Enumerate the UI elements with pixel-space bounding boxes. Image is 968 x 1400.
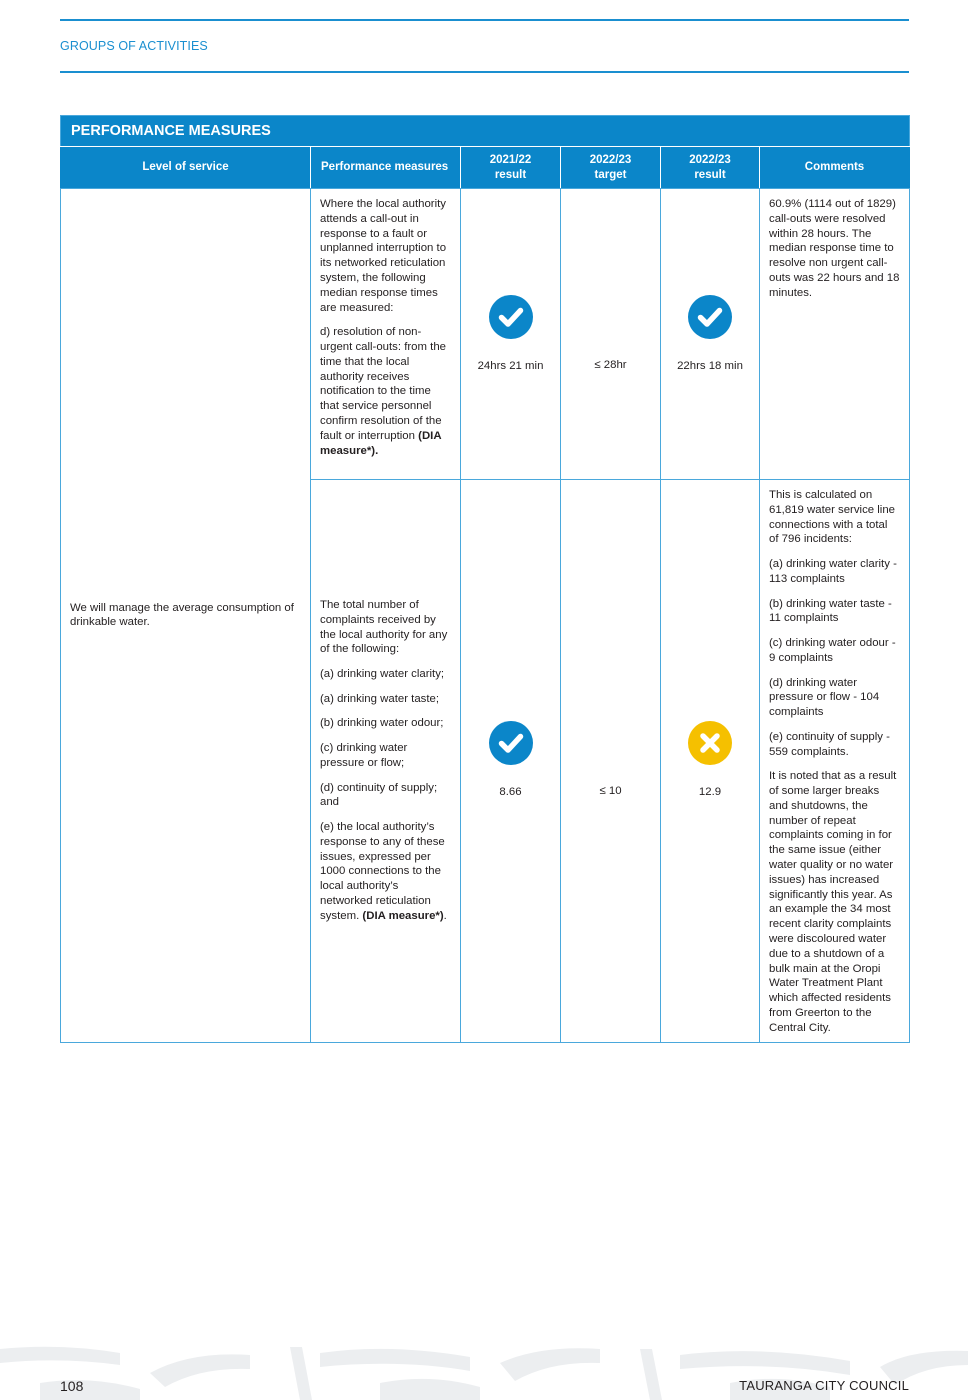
comment-paragraph: It is noted that as a result of some lar… bbox=[769, 770, 897, 1034]
table-row: The total number of complaints received … bbox=[61, 479, 911, 1043]
comment-paragraph: (d) drinking water pressure or flow - 10… bbox=[769, 676, 880, 719]
result-2021-22-cell: 24hrs 21 min bbox=[460, 188, 561, 480]
decorative-pattern-band bbox=[0, 1346, 968, 1400]
comment-paragraph: (a) drinking water clarity - 113 complai… bbox=[769, 558, 897, 585]
result-2022-23-cell: 22hrs 18 min bbox=[660, 188, 760, 480]
organisation-name: TAURANGA CITY COUNCIL bbox=[739, 1378, 909, 1393]
comment-paragraph: (b) drinking water taste - 11 complaints bbox=[769, 597, 892, 625]
page-number: 108 bbox=[60, 1378, 84, 1394]
target-value: ≤ 28hr bbox=[594, 358, 627, 371]
dia-measure-label: (DIA measure*). bbox=[320, 429, 442, 457]
header-rule-bottom bbox=[60, 71, 909, 73]
result-value: 8.66 bbox=[499, 786, 522, 799]
performance-measure-cell: Where the local authority attends a call… bbox=[310, 188, 461, 480]
check-circle-icon bbox=[488, 721, 533, 785]
measure-paragraph: (e) the local authority’s response to an… bbox=[320, 821, 447, 922]
header-rule-top bbox=[60, 19, 909, 21]
result-value: 12.9 bbox=[698, 786, 722, 799]
dia-measure-label: (DIA measure*) bbox=[362, 909, 444, 922]
measure-paragraph: (a) drinking water clarity; bbox=[320, 668, 445, 681]
column-header-level-of-service: Level of service bbox=[60, 146, 311, 189]
check-circle-icon bbox=[488, 294, 533, 359]
performance-measure-cell: The total number of complaints received … bbox=[310, 479, 461, 1043]
result-value: 22hrs 18 min bbox=[677, 359, 743, 372]
comments-cell: 60.9% (1114 out of 1829) call-outs were … bbox=[758, 188, 911, 480]
column-header-comments: Comments bbox=[758, 146, 911, 189]
table-row: We will manage the average consumption o… bbox=[60, 188, 911, 1043]
measure-paragraph: (b) drinking water odour; bbox=[320, 717, 444, 730]
table-title: PERFORMANCE MEASURES bbox=[59, 115, 911, 147]
column-header-performance-measures: Performance measures bbox=[310, 146, 461, 189]
result-2021-22-cell: 8.66 bbox=[460, 479, 561, 1043]
comments-cell: This is calculated on 61,819 water servi… bbox=[758, 479, 911, 1043]
target-2022-23-cell: ≤ 10 bbox=[560, 479, 661, 1043]
measure-paragraph: d) resolution of non-urgent call-outs: f… bbox=[320, 326, 446, 457]
measure-paragraph: Where the local authority attends a call… bbox=[320, 198, 447, 314]
check-circle-icon bbox=[688, 294, 732, 359]
measure-paragraph: (a) drinking water taste; bbox=[320, 692, 440, 705]
comment-paragraph: This is calculated on 61,819 water servi… bbox=[769, 489, 895, 546]
section-label: GROUPS OF ACTIVITIES bbox=[60, 39, 208, 53]
cross-circle-icon bbox=[688, 721, 732, 785]
target-value: ≤ 10 bbox=[599, 785, 622, 798]
measure-paragraph: (d) continuity of supply; and bbox=[320, 781, 438, 809]
result-value: 24hrs 21 min bbox=[477, 359, 544, 372]
performance-measures-table: PERFORMANCE MEASURES Level of service Pe… bbox=[59, 115, 911, 1043]
comment-paragraph: (c) drinking water odour - 9 complaints bbox=[769, 637, 896, 664]
comment-paragraph: (e) continuity of supply - 559 complaint… bbox=[769, 730, 890, 758]
measure-paragraph: (c) drinking water pressure or flow; bbox=[320, 742, 408, 769]
comment-paragraph: 60.9% (1114 out of 1829) call-outs were … bbox=[769, 198, 900, 299]
measure-paragraph: The total number of complaints received … bbox=[320, 598, 448, 656]
level-of-service-cell: We will manage the average consumption o… bbox=[60, 188, 311, 1043]
result-2022-23-cell: 12.9 bbox=[660, 479, 760, 1043]
target-2022-23-cell: ≤ 28hr bbox=[560, 188, 661, 480]
